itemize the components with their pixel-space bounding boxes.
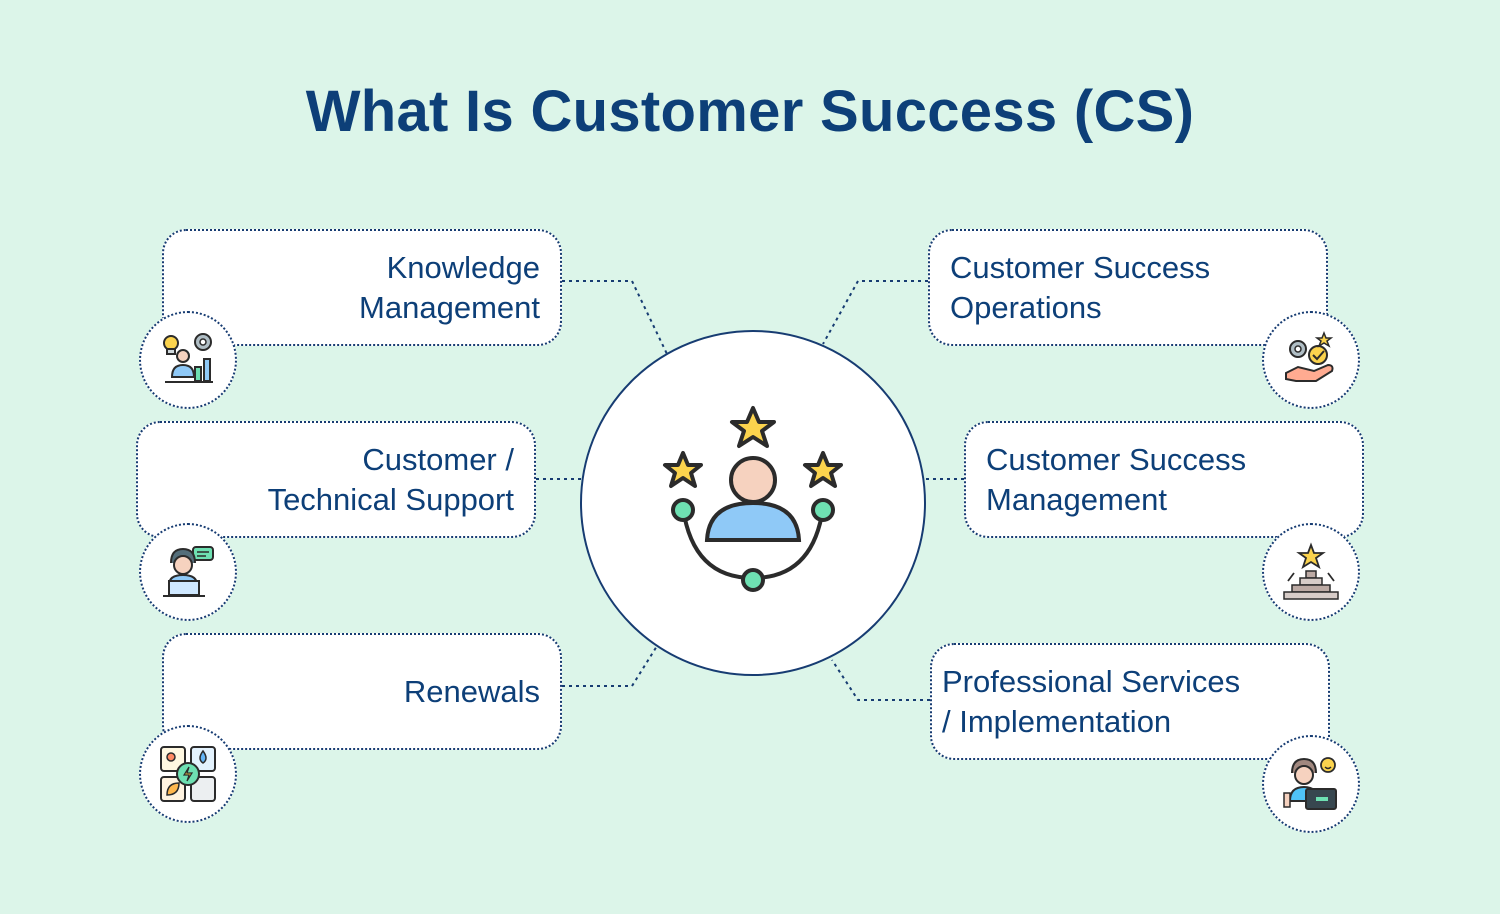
renewable-energy-icon [139,725,237,823]
item-label: Professional Services / Implementation [942,663,1241,739]
knowledge-growth-icon [139,311,237,409]
center-hub [580,330,926,676]
hand-gear-icon [1262,311,1360,409]
connector-knowledge [562,280,668,355]
item-knowledge-management: Knowledge Management [162,229,562,346]
star-bricks-icon [1262,523,1360,621]
item-label: Customer Success Management [986,441,1247,517]
item-renewals: Renewals [162,633,562,750]
item-cs-management: Customer Success Management [964,421,1364,538]
customer-stars-icon [663,406,843,592]
connector-renewals [562,645,658,687]
page-title: What Is Customer Success (CS) [305,79,1195,144]
connector-operations [822,280,928,345]
item-professional-services: Professional Services / Implementation [930,643,1330,760]
item-cs-operations: Customer Success Operations [928,229,1328,346]
item-label: Renewals [403,673,540,709]
support-agent-icon [139,523,237,621]
item-label: Knowledge Management [359,249,540,325]
developer-laptop-icon [1262,735,1360,833]
item-label: Customer / Technical Support [267,441,514,517]
item-label: Customer Success Operations [950,249,1211,325]
connector-services [831,659,930,701]
item-technical-support: Customer / Technical Support [136,421,536,538]
